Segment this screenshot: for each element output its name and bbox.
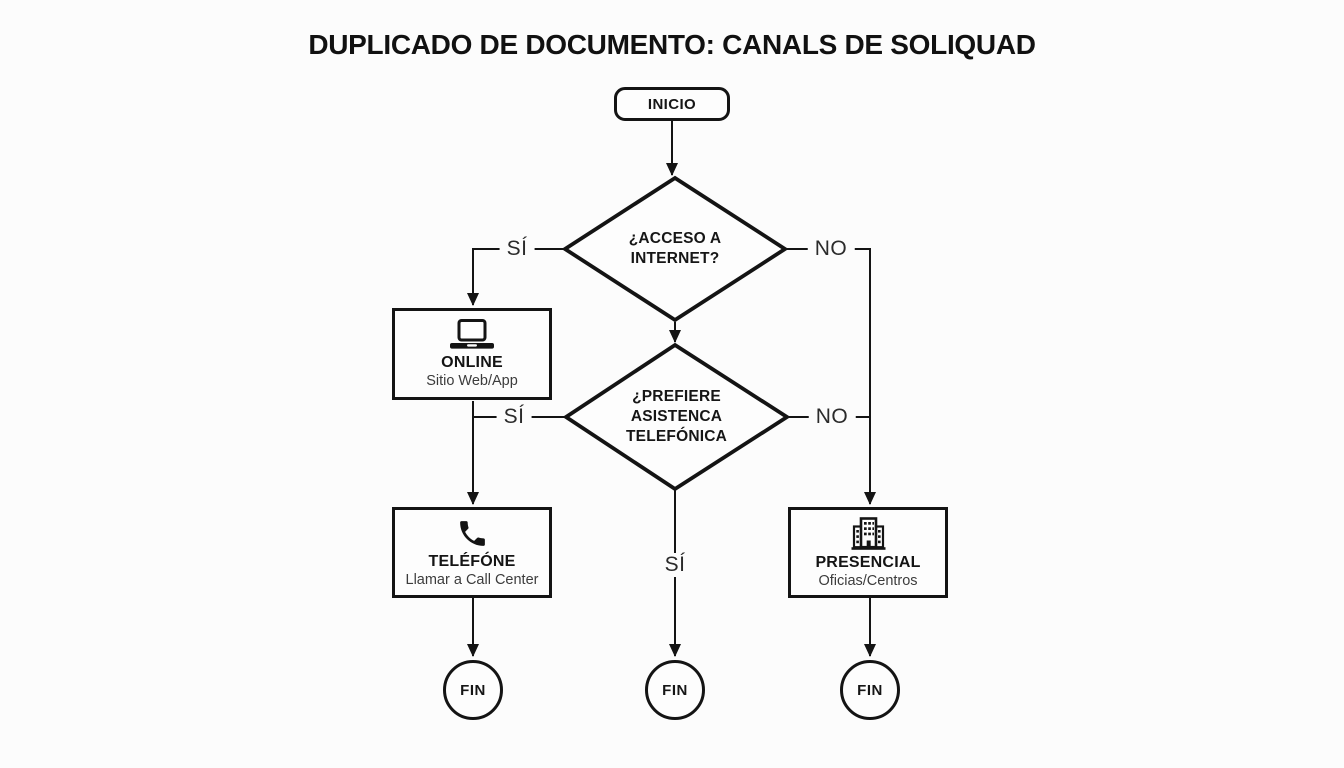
presencial-title: PRESENCIAL — [815, 553, 921, 571]
fin-node-left: FIN — [443, 660, 503, 720]
fin-left-label: FIN — [460, 681, 486, 699]
decision-phone-shape — [562, 342, 791, 492]
online-subtitle: Sitio Web/App — [426, 373, 518, 389]
page-title: DUPLICADO DE DOCUMENTO: CANALS DE SOLIQU… — [308, 29, 1036, 60]
fin-node-right: FIN — [840, 660, 900, 720]
fin-right-label: FIN — [857, 681, 883, 699]
start-node: INICIO — [614, 87, 730, 121]
edge-label-internet-no: NO — [807, 237, 855, 261]
presencial-node: PRESENCIAL Oficias/Centros — [788, 507, 948, 598]
edge-label-internet-yes: SÍ — [499, 237, 535, 261]
phone-icon — [456, 517, 489, 550]
telefono-title: TELÉFÓNE — [428, 553, 516, 570]
decision-internet-shape — [561, 175, 789, 323]
laptop-icon — [448, 319, 496, 351]
edge-label-phone-yes: SÍ — [496, 405, 532, 429]
online-node: ONLINE Sitio Web/App — [392, 308, 552, 400]
start-label: INICIO — [647, 95, 697, 113]
telefono-node: TELÉFÓNE Llamar a Call Center — [392, 507, 552, 598]
edge-label-phone-no: NO — [808, 405, 856, 429]
edge-internet-no-to-presencial — [785, 248, 876, 505]
telefono-subtitle: Llamar a Call Center — [405, 572, 539, 588]
building-icon — [850, 516, 887, 551]
fin-node-center: FIN — [645, 660, 705, 720]
presencial-subtitle: Oficias/Centros — [818, 572, 918, 589]
edge-label-phone-down: SÍ — [657, 553, 693, 577]
online-title: ONLINE — [441, 354, 503, 371]
fin-center-label: FIN — [662, 681, 688, 699]
